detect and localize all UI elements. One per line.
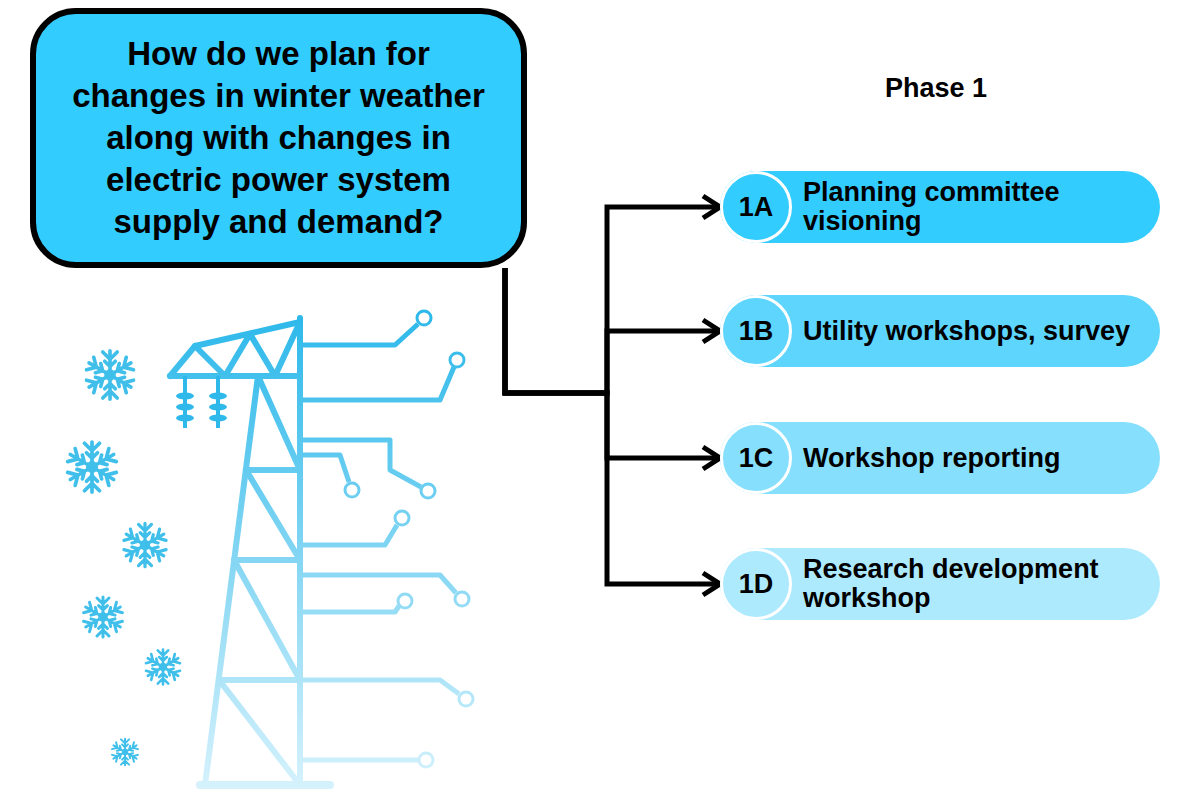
circuit-trace (300, 455, 349, 482)
circuit-pad (421, 484, 435, 498)
circuit-trace (300, 758, 418, 763)
insulator-disc (209, 393, 227, 400)
tower-base (200, 781, 330, 789)
step-number: 1D (739, 570, 774, 599)
connectors (505, 207, 720, 584)
step-number: 1B (739, 317, 774, 346)
circuit-trace (300, 680, 459, 694)
branch-arrow (505, 268, 720, 393)
step-pill: Research development workshop 1D (720, 548, 1160, 620)
snowflake (85, 351, 134, 399)
insulators (176, 376, 227, 428)
step-badge: 1D (720, 548, 792, 620)
step-badge: 1C (720, 422, 792, 494)
circuit-pad (345, 483, 359, 497)
insulator-disc (209, 404, 227, 411)
step-text: Research development workshop (803, 555, 1152, 613)
circuit-trace (300, 575, 456, 593)
circuit-pad (395, 511, 409, 525)
snowflake (111, 739, 138, 766)
circuit-trace (300, 525, 397, 545)
snowflake (145, 650, 181, 685)
circuit-trace (300, 606, 399, 612)
step-badge: 1A (720, 171, 792, 243)
tower-brace (219, 470, 300, 680)
circuit-pad (419, 753, 433, 767)
step-text: Utility workshops, survey (803, 317, 1130, 346)
circuit-trace (300, 367, 454, 400)
circuit-pad (398, 594, 412, 608)
snowflakes (67, 351, 181, 766)
insulator-disc (176, 393, 194, 400)
step-pill: Planning committee visioning 1A (720, 171, 1160, 243)
snowflake (83, 597, 124, 637)
circuit-pads (345, 311, 473, 767)
tower-frame (170, 318, 330, 785)
cross-arm (170, 373, 300, 379)
circuit-pad (417, 311, 431, 325)
circuit-pad (455, 592, 469, 606)
step-text: Planning committee visioning (803, 178, 1152, 236)
insulator-disc (209, 415, 227, 422)
insulator-disc (176, 404, 194, 411)
tower-brace (219, 376, 300, 785)
step-number: 1A (739, 193, 774, 222)
circuit-traces (300, 324, 459, 760)
circuit-pad (459, 692, 473, 706)
circuit-trace (300, 440, 421, 487)
circuit-trace (300, 324, 418, 345)
insulator-disc (176, 415, 194, 422)
branch-arrow (505, 268, 720, 584)
branch-arrow (505, 268, 720, 458)
cross-arm (170, 322, 300, 376)
circuit-pad (450, 353, 464, 367)
step-pill: Workshop reporting 1C (720, 422, 1160, 494)
snowflake (67, 442, 118, 492)
step-pill: Utility workshops, survey 1B (720, 295, 1160, 367)
step-text: Workshop reporting (803, 444, 1061, 473)
phase-heading: Phase 1 (836, 72, 1036, 104)
step-number: 1C (739, 444, 774, 473)
step-badge: 1B (720, 295, 792, 367)
snowflake (123, 523, 167, 566)
cross-arm-truss (195, 322, 300, 376)
question-text: How do we plan for changes in winter wea… (64, 33, 494, 243)
branch-arrow (505, 207, 720, 393)
question-box: How do we plan for changes in winter wea… (30, 8, 527, 268)
